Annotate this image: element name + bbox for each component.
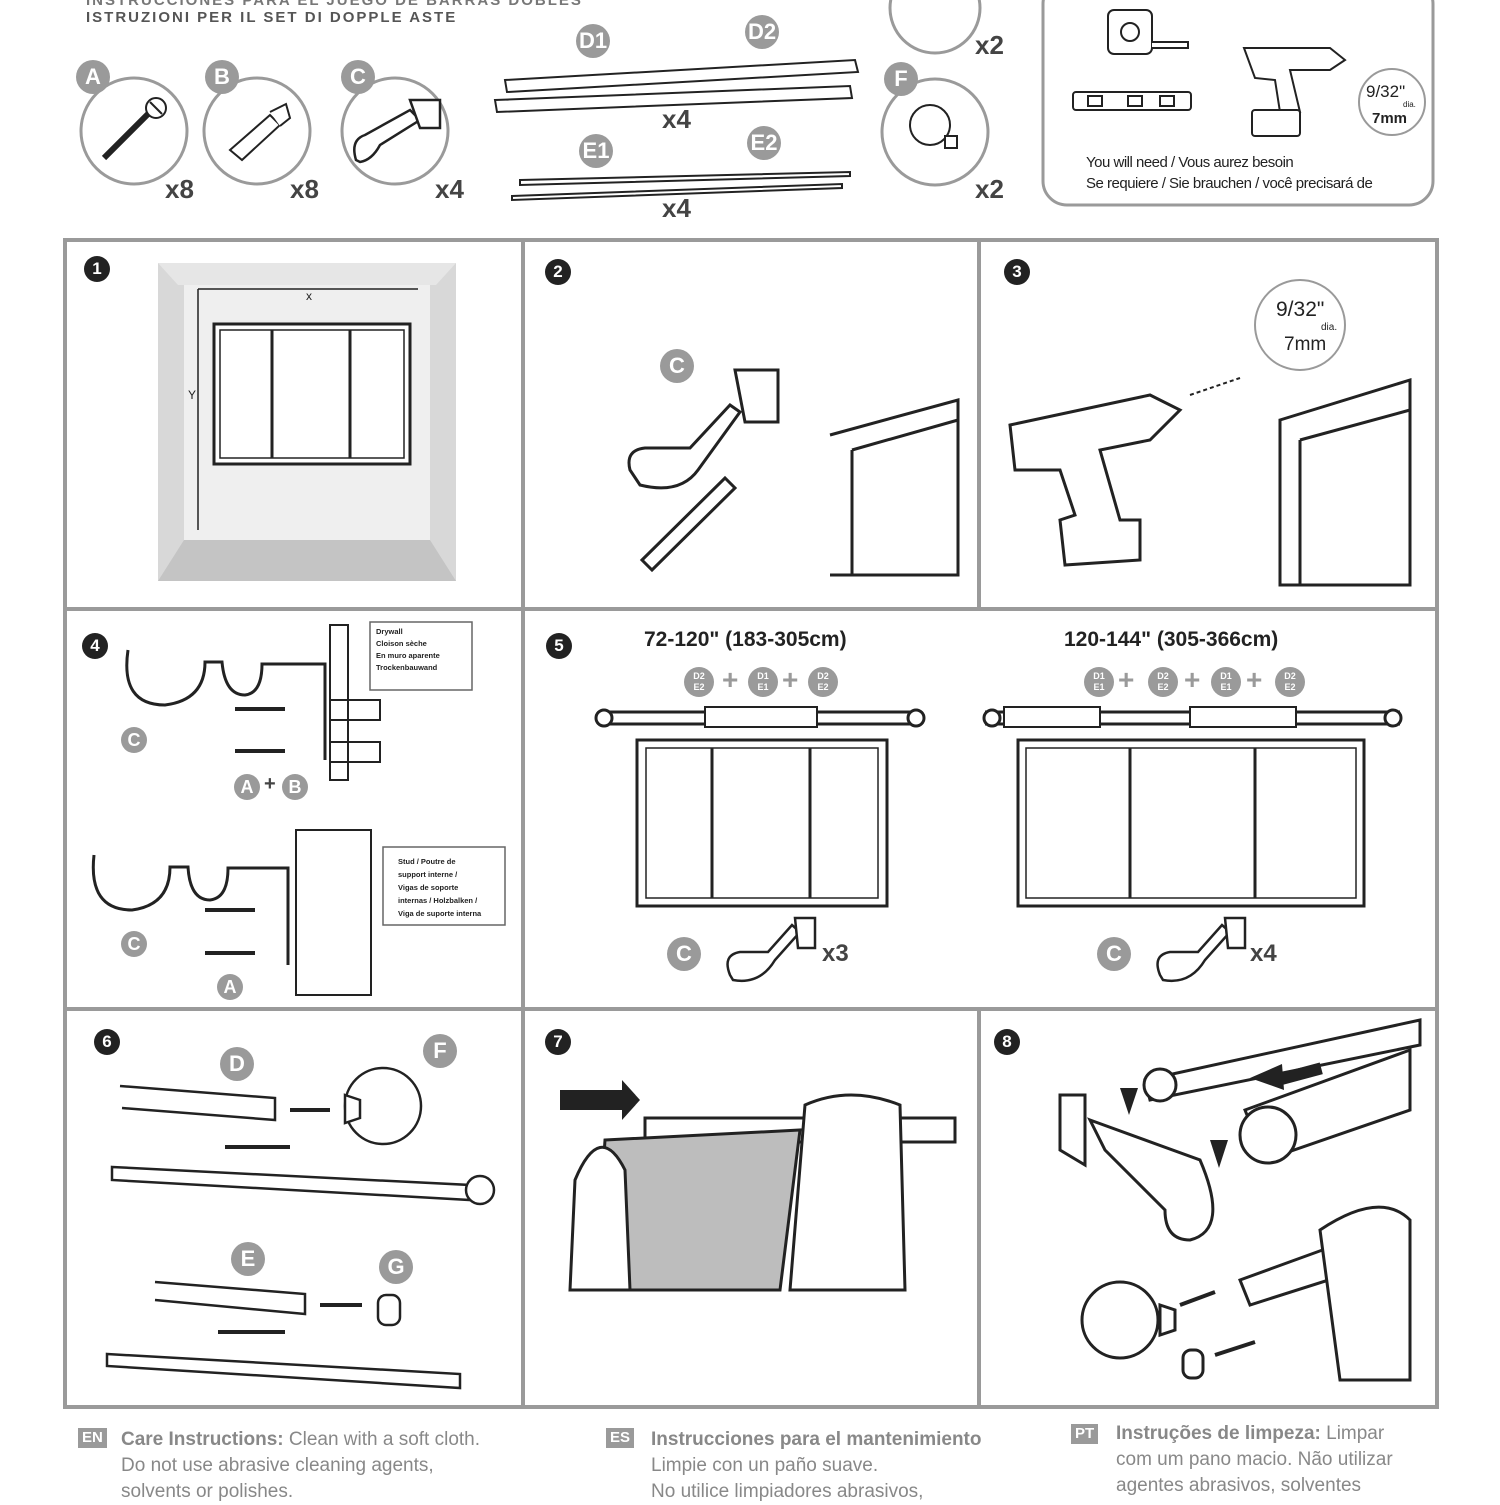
- step-4-part-a: A: [234, 774, 260, 800]
- care-pt: Instruções de limpeza: Limpar com um pan…: [1116, 1423, 1393, 1496]
- step-6-part-g: G: [379, 1250, 413, 1284]
- step-1-number: 1: [84, 256, 110, 282]
- step-5-range-2: 120-144" (305-366cm): [1064, 628, 1279, 651]
- tool-bit-size: 9/32": [1366, 82, 1406, 101]
- rod-d2-badge: D2: [745, 15, 779, 49]
- step-5-range-1: 72-120" (183-305cm): [644, 628, 847, 651]
- combo1-rod-2: D1 E1: [748, 667, 778, 697]
- rod-d1-badge: D1: [576, 24, 610, 58]
- part-b-qty: x8: [290, 174, 319, 204]
- rod-d-qty: x4: [662, 104, 691, 134]
- care-en: Care Instructions: Clean with a soft clo…: [121, 1429, 481, 1502]
- step-4-part-c-top: C: [121, 727, 147, 753]
- step-2-part-c: C: [660, 349, 694, 383]
- step-6-panel: [63, 1007, 525, 1409]
- step-1-height-label: Y: [188, 388, 197, 402]
- parts-illustrations: [79, 0, 1435, 207]
- combo2-rod-3: D1 E1: [1211, 667, 1241, 697]
- care-es: Instrucciones para el mantenimiento Limp…: [651, 1429, 982, 1502]
- combo1-rod-1: D2 E2: [684, 667, 714, 697]
- care-en-tag: EN: [78, 1428, 107, 1448]
- step-5-qty-2: x4: [1250, 940, 1277, 967]
- step-6-number: 6: [94, 1029, 120, 1055]
- combo1-rod-3: D2 E2: [808, 667, 838, 697]
- step-3-bit-mm: 7mm: [1284, 334, 1327, 355]
- combo2-rod-2: D2 E2: [1148, 667, 1178, 697]
- combo1-plus-1: +: [722, 664, 739, 695]
- rod-e1-badge: E1: [579, 134, 613, 168]
- tools-need-line2: Se requiere / Sie brauchen / você precis…: [1086, 175, 1373, 192]
- care-pt-tag: PT: [1071, 1424, 1099, 1444]
- part-a-badge: A: [76, 60, 110, 94]
- step-3-number: 3: [1004, 259, 1030, 285]
- step-4-number: 4: [82, 633, 108, 659]
- step-5-part-c-1: C: [667, 937, 701, 971]
- step-4-plus: +: [264, 773, 276, 795]
- step-3-bit-dia: dia.: [1321, 322, 1338, 333]
- care-es-tag: ES: [606, 1428, 635, 1448]
- step-3-bit-size: 9/32": [1276, 298, 1325, 321]
- combo2-plus-2: +: [1184, 664, 1201, 695]
- top-finial-qty: x2: [975, 30, 1004, 60]
- part-b-badge: B: [205, 60, 239, 94]
- step-5-number: 5: [546, 633, 572, 659]
- combo1-plus-2: +: [782, 664, 799, 695]
- step-6-part-e: E: [231, 1242, 265, 1276]
- part-f-badge: F: [884, 62, 918, 96]
- tool-bit-mm: 7mm: [1372, 110, 1408, 127]
- combo2-rod-4: D2 E2: [1275, 667, 1305, 697]
- step-5-qty-1: x3: [822, 940, 849, 967]
- part-a-qty: x8: [165, 174, 194, 204]
- part-c-qty: x4: [435, 174, 464, 204]
- title-cut: INSTRUCCIONES PARA EL JUEGO DE BARRAS DO…: [86, 0, 583, 9]
- title-italian: ISTRUZIONI PER IL SET DI DOPPLE ASTE: [86, 9, 458, 26]
- step-4-part-c-bottom: C: [121, 931, 147, 957]
- rod-e2-badge: E2: [747, 126, 781, 160]
- part-c-badge: C: [341, 60, 375, 94]
- step-2-number: 2: [545, 259, 571, 285]
- step-6-part-d: D: [220, 1047, 254, 1081]
- step-8-number: 8: [994, 1029, 1020, 1055]
- part-f-qty: x2: [975, 174, 1004, 204]
- combo2-plus-1: +: [1118, 664, 1135, 695]
- step-6-part-f: F: [423, 1034, 457, 1068]
- step-4-part-b: B: [282, 774, 308, 800]
- step-7-number: 7: [545, 1029, 571, 1055]
- combo2-plus-3: +: [1246, 664, 1263, 695]
- rod-e-qty: x4: [662, 193, 691, 223]
- combo2-rod-1: D1 E1: [1084, 667, 1114, 697]
- step-1-width-label: x: [306, 289, 312, 303]
- step-5-part-c-2: C: [1097, 937, 1131, 971]
- tools-need-line1: You will need / Vous aurez besoin: [1086, 154, 1294, 171]
- tool-bit-dia: dia.: [1403, 100, 1416, 109]
- step-4-part-a-bottom: A: [217, 974, 243, 1000]
